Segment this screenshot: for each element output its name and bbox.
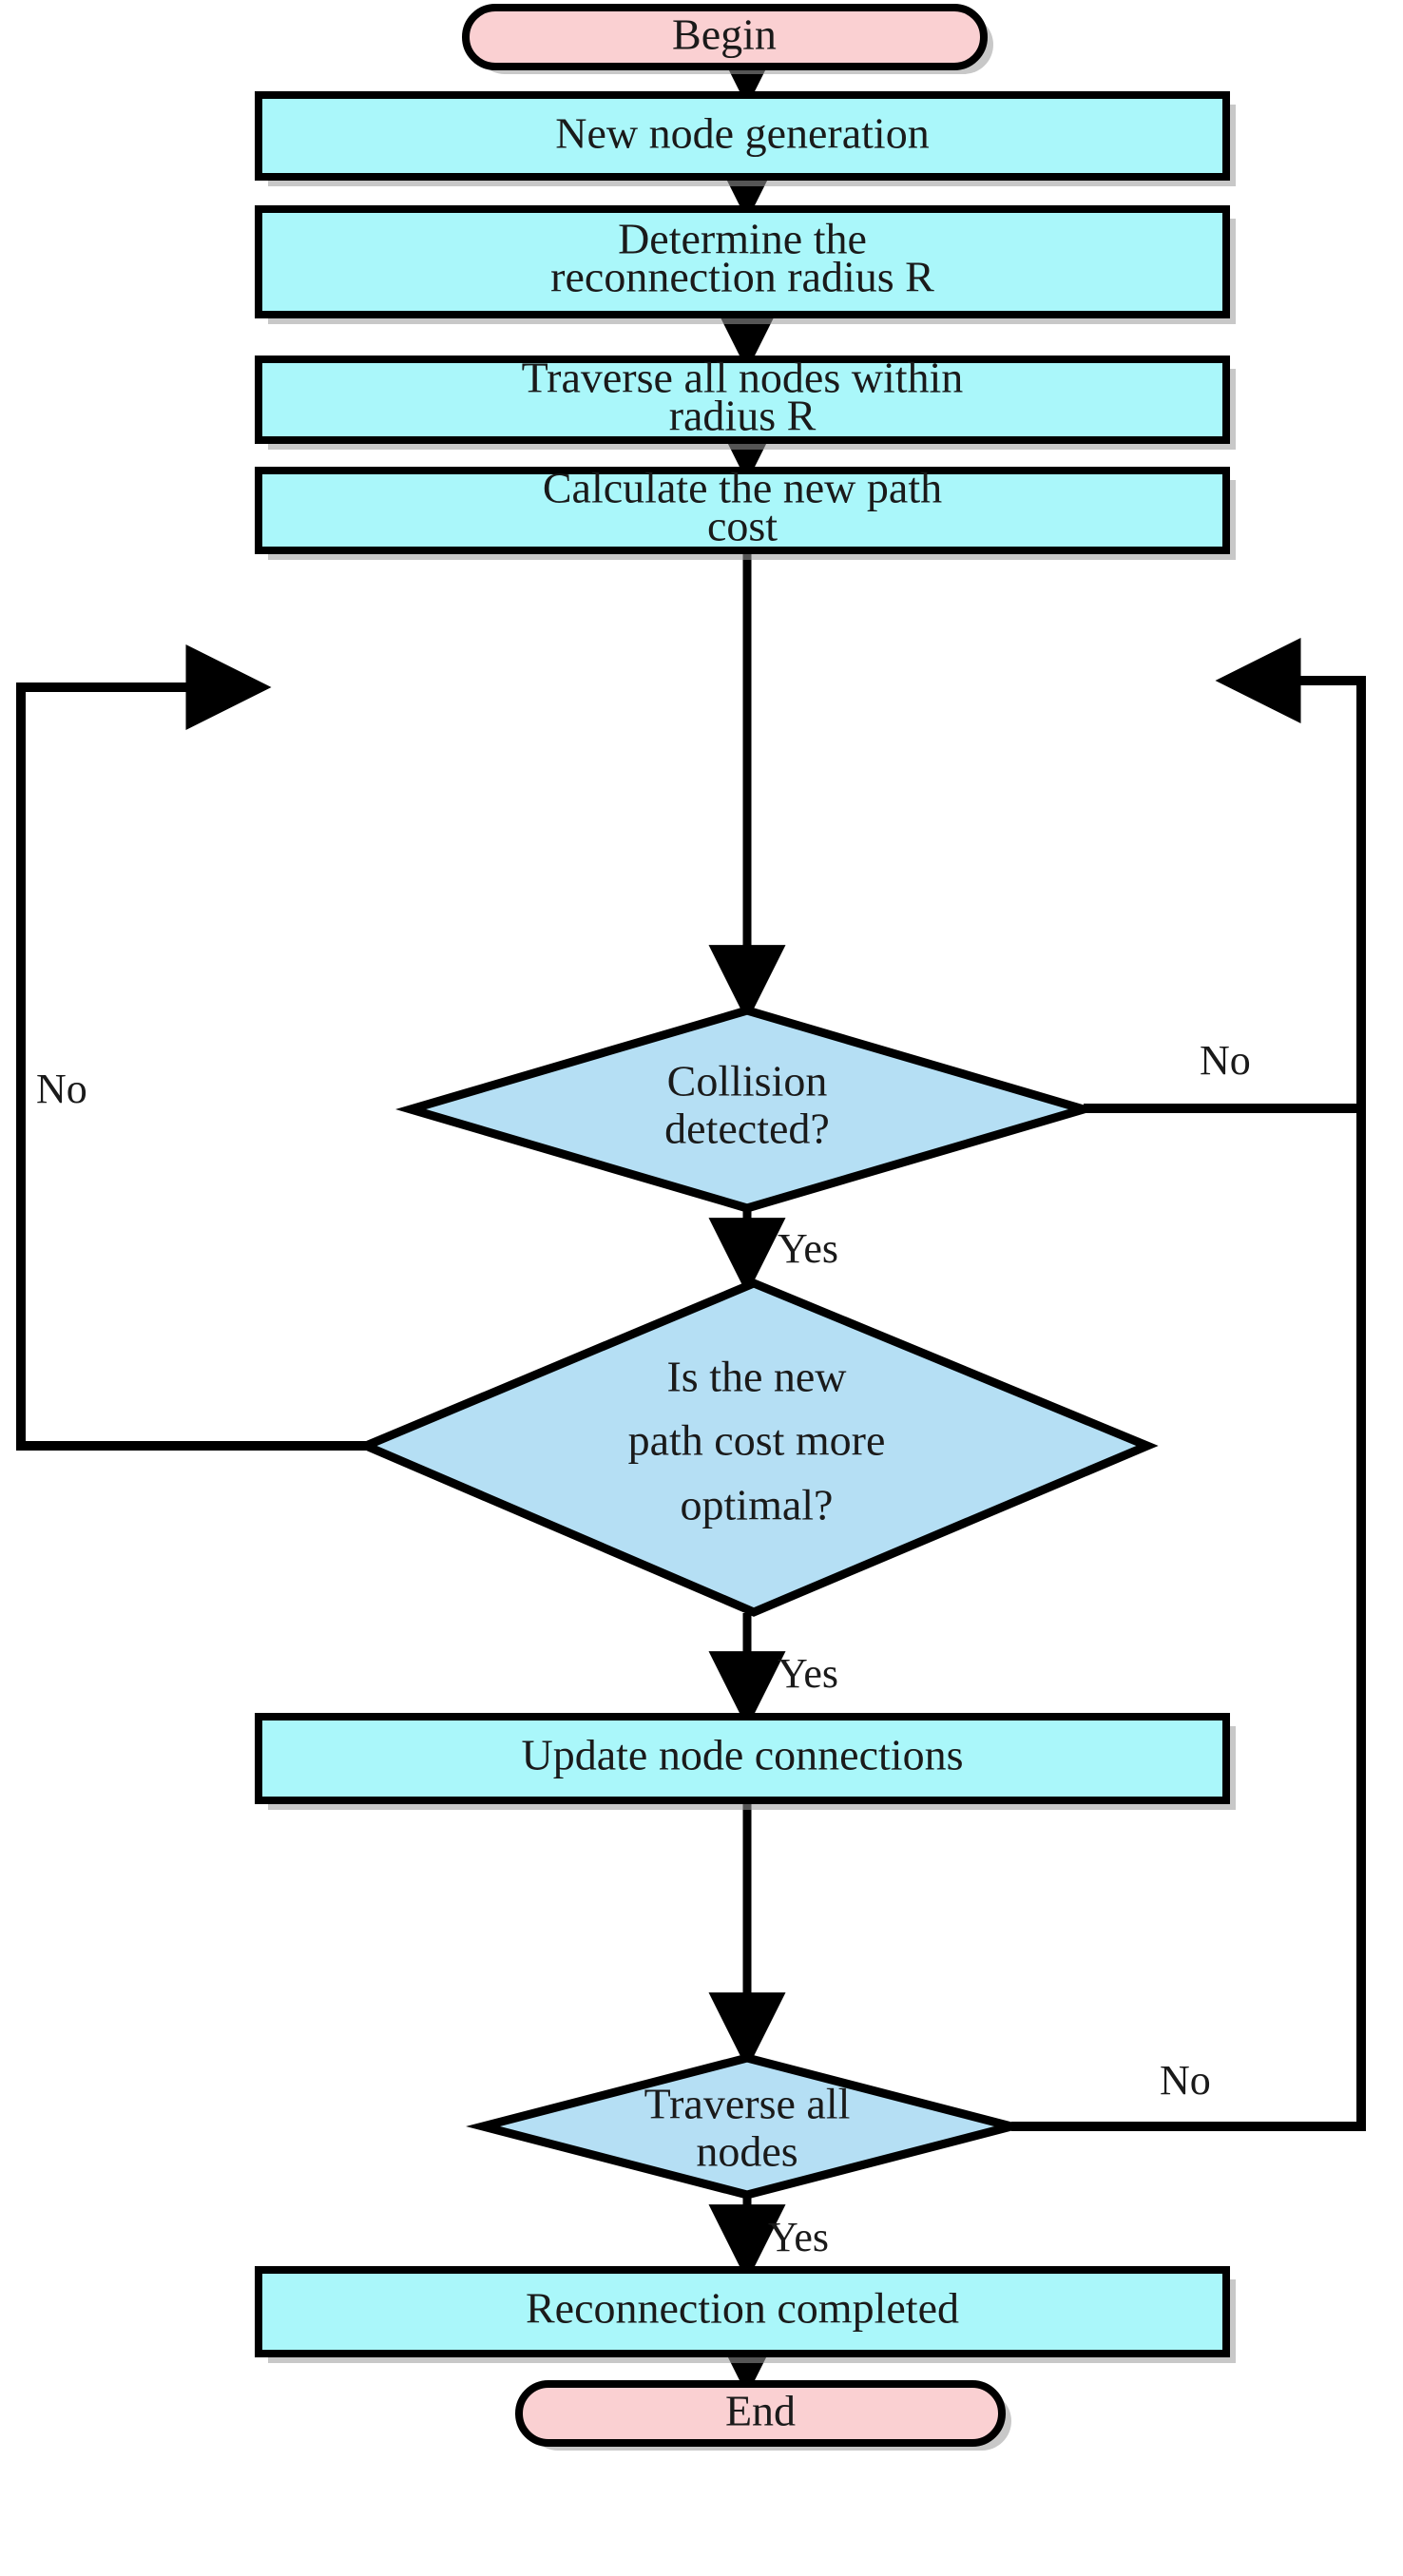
node-begin[interactable]: Begin	[462, 4, 993, 74]
node-collision-detected[interactable]: Collision detected?	[395, 1006, 1099, 1213]
radius-label-line1: Determine the	[618, 215, 867, 263]
edge-allnodes-no-to-traverse	[1011, 1108, 1366, 2131]
node-update-connections[interactable]: Update node connections	[255, 1713, 1236, 1810]
edge-label-collision-no: No	[1200, 1037, 1251, 1084]
edge-label-optimal-no: No	[36, 1066, 87, 1112]
traverse-label-line2: radius R	[669, 392, 817, 440]
done-process-shape	[255, 2266, 1230, 2357]
optimal-label-line1: Is the new	[666, 1353, 847, 1401]
radius-process-shape	[255, 205, 1230, 318]
edge-label-allnodes-no: No	[1160, 2057, 1211, 2104]
collision-label-line2: detected?	[664, 1105, 830, 1153]
allnodes-label-line1: Traverse all	[644, 2080, 851, 2128]
node-end[interactable]: End	[515, 2380, 1011, 2451]
optimal-label-line2: path cost more	[628, 1416, 886, 1465]
node-determine-radius[interactable]: Determine the reconnection radius R	[255, 205, 1236, 324]
edge-collision-no-to-traverse	[1084, 638, 1366, 1113]
node-is-cost-optimal[interactable]: Is the new path cost more optimal?	[355, 1278, 1159, 1617]
begin-label: Begin	[672, 10, 777, 59]
begin-terminator-shape	[462, 4, 988, 70]
end-terminator-shape	[515, 2380, 1006, 2447]
done-label: Reconnection completed	[526, 2284, 959, 2333]
allnodes-decision-shape	[466, 2053, 1028, 2200]
edge-optimal-no-to-traverse	[16, 644, 366, 1451]
node-calculate-cost[interactable]: Calculate the new path cost	[255, 464, 1236, 560]
radius-label-line2: reconnection radius R	[550, 253, 934, 301]
collision-label-line1: Collision	[667, 1057, 828, 1105]
traverse-process-shape	[255, 356, 1230, 444]
traverse-label-line1: Traverse all nodes within	[522, 354, 964, 402]
cost-label-line1: Calculate the new path	[543, 464, 942, 512]
optimal-decision-shape	[355, 1278, 1159, 1617]
cost-process-shape	[255, 467, 1230, 554]
node-reconnection-completed[interactable]: Reconnection completed	[255, 2266, 1236, 2363]
cost-label-line2: cost	[707, 502, 778, 550]
optimal-label-line3: optimal?	[681, 1481, 834, 1529]
node-new-node-generation[interactable]: New node generation	[255, 91, 1236, 186]
end-label: End	[725, 2387, 796, 2435]
node-traverse-within-radius[interactable]: Traverse all nodes within radius R	[255, 354, 1236, 450]
allnodes-label-line2: nodes	[696, 2127, 798, 2176]
collision-decision-shape	[395, 1006, 1099, 1213]
edge-label-collision-yes: Yes	[778, 1225, 838, 1272]
update-process-shape	[255, 1713, 1230, 1804]
edge-label-optimal-yes: Yes	[778, 1650, 838, 1697]
newnode-process-shape	[255, 91, 1230, 181]
newnode-label: New node generation	[555, 109, 929, 158]
edge-label-allnodes-yes: Yes	[768, 2214, 829, 2260]
update-label: Update node connections	[522, 1731, 964, 1779]
node-traverse-all-nodes[interactable]: Traverse all nodes	[466, 2053, 1028, 2200]
